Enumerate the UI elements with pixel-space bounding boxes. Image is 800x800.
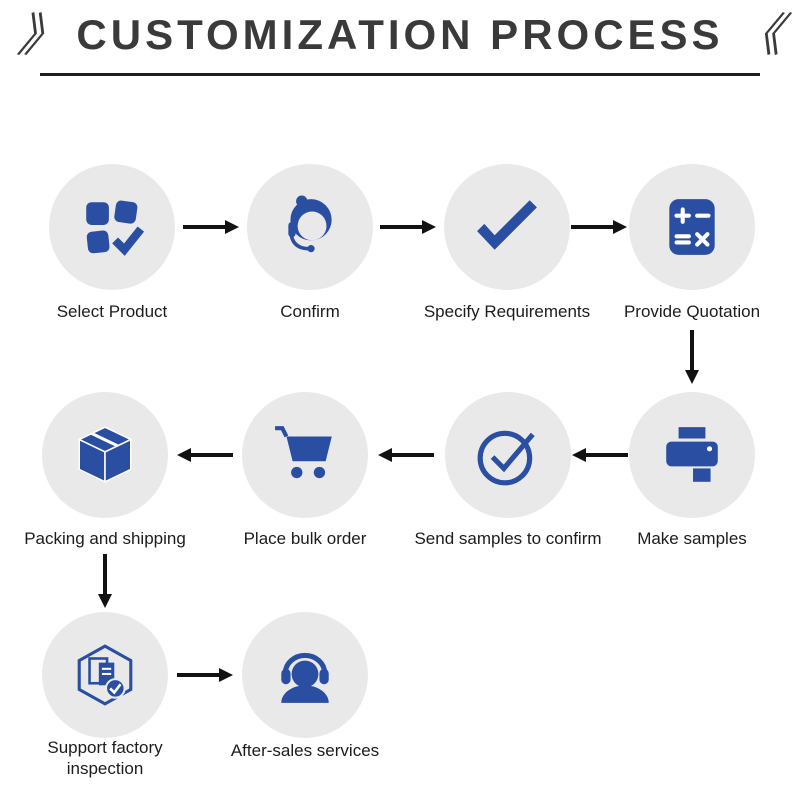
circle-check-icon: [477, 430, 535, 486]
step-circle: [42, 392, 168, 518]
step-label: Specify Requirements: [423, 302, 591, 321]
step-label: Make samples: [637, 529, 747, 548]
package-box-icon: [77, 426, 133, 484]
factory-inspection-badge-icon: [77, 644, 133, 706]
left-title-mark-icon: 》: [15, 9, 68, 62]
shopping-cart-icon: [275, 426, 332, 479]
step-support-factory-inspection: [42, 612, 168, 738]
arrow-right-icon: [177, 668, 233, 682]
step-circle: [444, 164, 570, 290]
arrow-down-icon: [685, 330, 699, 384]
step-label: Place bulk order: [243, 529, 367, 548]
step-circle: [42, 612, 168, 738]
step-circle: [49, 164, 175, 290]
step-packing-and-shipping: [42, 392, 168, 518]
arrow-right-icon: [183, 220, 239, 234]
step-label: Support factory inspection: [47, 738, 163, 779]
arrow-left-icon: [378, 448, 434, 462]
step-confirm: [247, 164, 373, 290]
step-select-product: [49, 164, 175, 290]
step-provide-quotation: [629, 164, 755, 290]
step-make-samples: [629, 392, 755, 518]
product-grid-check-icon: [86, 200, 145, 256]
step-label: Select Product: [56, 302, 168, 321]
step-label: Packing and shipping: [24, 529, 186, 548]
step-label: After-sales services: [230, 741, 380, 760]
arrow-left-icon: [177, 448, 233, 462]
checkmark-icon: [477, 200, 537, 250]
page-title: 》 CUSTOMIZATION PROCESS 《: [0, 9, 800, 62]
arrow-left-icon: [572, 448, 628, 462]
step-circle: [242, 392, 368, 518]
step-circle: [629, 164, 755, 290]
step-circle: [247, 164, 373, 290]
arrow-right-icon: [571, 220, 627, 234]
step-label: Confirm: [280, 302, 340, 321]
step-circle: [445, 392, 571, 518]
step-label: Provide Quotation: [623, 302, 761, 321]
arrow-right-icon: [380, 220, 436, 234]
headset-support-icon: [281, 652, 329, 703]
right-title-mark-icon: 《: [732, 9, 785, 62]
arrow-down-icon: [98, 554, 112, 608]
step-after-sales-services: [242, 612, 368, 738]
title-text: CUSTOMIZATION PROCESS: [76, 11, 724, 58]
step-place-bulk-order: [242, 392, 368, 518]
calculator-icon: [669, 199, 715, 255]
step-circle: [629, 392, 755, 518]
step-label: Send samples to confirm: [414, 529, 602, 548]
title-divider: [40, 73, 760, 76]
step-circle: [242, 612, 368, 738]
step-specify-requirements: [444, 164, 570, 290]
step-send-samples-to-confirm: [445, 392, 571, 518]
printer-icon: [666, 427, 718, 482]
customer-service-agent-icon: [288, 195, 332, 253]
